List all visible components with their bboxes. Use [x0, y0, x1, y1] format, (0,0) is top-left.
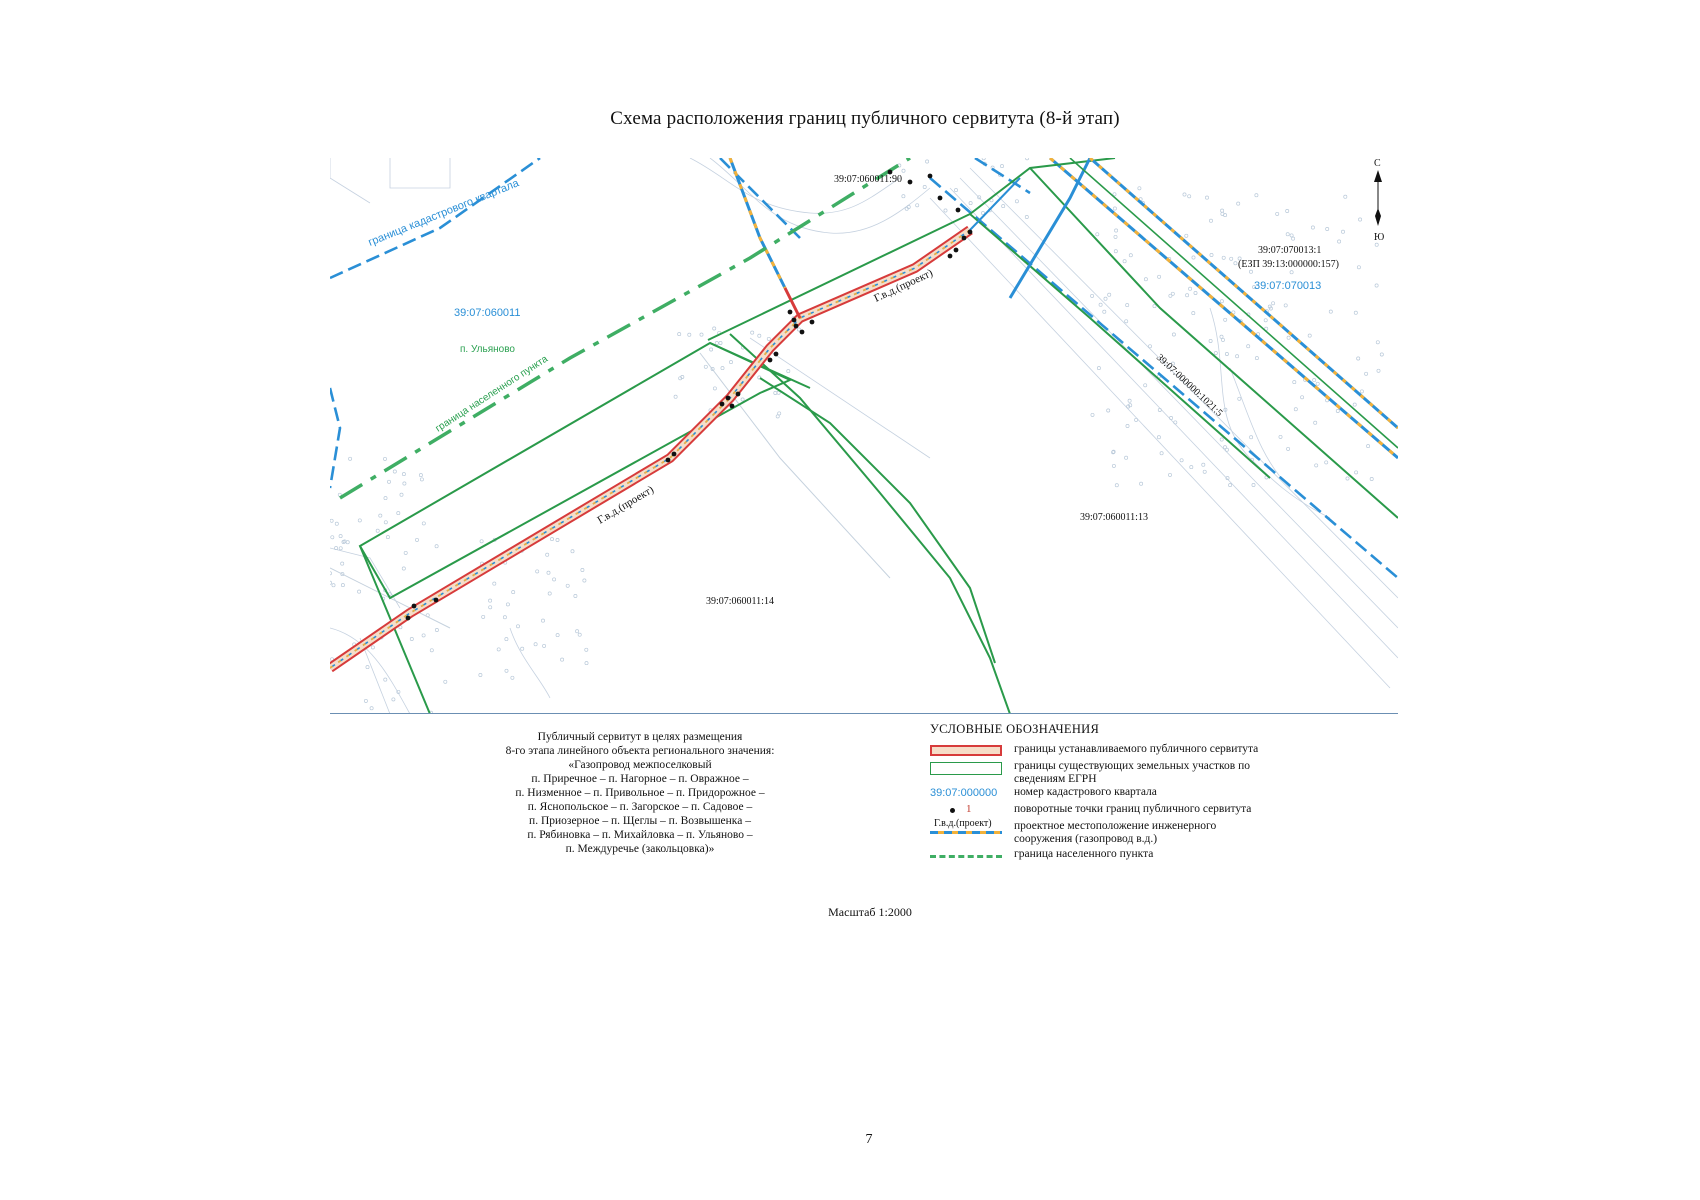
- legend-row-quarter: 39:07:000000 номер кадастрового квартала: [930, 786, 1350, 803]
- turning-point-icon: [955, 207, 961, 213]
- map-canvas: С Ю 39:07:060011 п. Ульяново 39:07:07001…: [330, 158, 1398, 714]
- project-description: Публичный сервитут в целях размещения 8-…: [460, 730, 820, 856]
- parcel-label-060011-14: 39:07:060011:14: [706, 596, 774, 607]
- parcel-label-060011-13: 39:07:060011:13: [1080, 512, 1148, 523]
- quarter-swatch: 39:07:000000: [930, 786, 1006, 802]
- turning-point-icon: [793, 323, 799, 329]
- legend-title: УСЛОВНЫЕ ОБОЗНАЧЕНИЯ: [930, 722, 1100, 736]
- turning-point-icon: [907, 179, 913, 185]
- turning-point-icon: [735, 391, 741, 397]
- settlement-boundary-label: граница населенного пункта: [434, 353, 551, 434]
- point-number: 1: [966, 803, 972, 815]
- turning-point-icon: [947, 253, 953, 259]
- north-label: С: [1374, 158, 1381, 169]
- south-label: Ю: [1374, 232, 1384, 243]
- legend-text: поворотные точки границ публичного серви…: [1014, 803, 1252, 815]
- description-line: п. Низменное – п. Привольное – п. Придор…: [515, 787, 765, 799]
- pipeline-line-icon: [930, 831, 1002, 834]
- turning-point-icon: [405, 615, 411, 621]
- parcel-borders: [358, 158, 1398, 714]
- legend-row-settlement: граница населенного пункта: [930, 848, 1350, 865]
- legend-text: границы существующих земельных участков …: [1014, 760, 1250, 785]
- parcel-label-060011-90: 39:07:060011:90: [834, 174, 902, 185]
- turning-point-icon: [791, 317, 797, 323]
- description-line: п. Междуречье (закольцовка)»: [565, 843, 715, 855]
- turning-point-icon: [927, 173, 933, 179]
- servitude-corridor: [330, 177, 1021, 673]
- settlement-label: п. Ульяново: [460, 344, 515, 355]
- legend-row-parcels: границы существующих земельных участков …: [930, 760, 1350, 786]
- north-arrow: С Ю: [1374, 158, 1384, 243]
- turning-point-icon: [773, 351, 779, 357]
- turning-point-icon: [937, 195, 943, 201]
- legend-row-points: 1 поворотные точки границ публичного сер…: [930, 803, 1350, 820]
- turning-point-icon: [719, 401, 725, 407]
- legend-text: проектное местоположение инженерного соо…: [1014, 820, 1217, 845]
- settlement-boundary-line: [339, 158, 911, 500]
- pipeline-swatch: Г.в.д.(проект): [930, 818, 1006, 836]
- vegetation-pattern: [330, 158, 1384, 714]
- scale-label: Масштаб 1:2000: [828, 905, 912, 919]
- quarter-label-060011: 39:07:060011: [454, 307, 520, 319]
- description-line: п. Приозерное – п. Щеглы – п. Возвышенка…: [529, 815, 751, 827]
- turning-point-icon: [967, 229, 973, 235]
- quarter-boundary-road: [728, 158, 1398, 460]
- legend: УСЛОВНЫЕ ОБОЗНАЧЕНИЯ границы устанавлива…: [930, 722, 1350, 865]
- turning-point-icon: [671, 451, 677, 457]
- points-swatch: 1: [930, 803, 1006, 819]
- topo-base: [330, 158, 1398, 714]
- map-frame: С Ю 39:07:060011 п. Ульяново 39:07:07001…: [330, 158, 1398, 714]
- parcel-070013-border: [1008, 158, 1398, 449]
- page-number: 7: [865, 1132, 873, 1147]
- legend-row-servitude: границы устанавливаемого публичного серв…: [930, 743, 1350, 760]
- turning-point-icon: [809, 319, 815, 325]
- turning-point-icon: [787, 309, 793, 315]
- legend-text: границы устанавливаемого публичного серв…: [1014, 743, 1259, 755]
- turning-point-icon: [729, 403, 735, 409]
- point-dot-icon: [950, 808, 955, 813]
- page-title: Схема расположения границ публичного сер…: [610, 108, 1120, 129]
- legend-text: номер кадастрового квартала: [1014, 786, 1157, 798]
- settlement-swatch: [930, 848, 1006, 864]
- parcel-label-070013-1: 39:07:070013:1: [1258, 245, 1321, 256]
- description-line: п. Приречное – п. Нагорное – п. Овражное…: [531, 773, 749, 785]
- turning-point-icon: [665, 457, 671, 463]
- turning-points: [405, 169, 973, 621]
- description-line: 8-го этапа линейного объекта регионально…: [505, 745, 775, 757]
- turning-point-icon: [433, 597, 439, 603]
- description-line: п. Рябиновка – п. Михайловка – п. Ульяно…: [527, 829, 753, 841]
- ezp-label: (ЕЗП 39:13:000000:157): [1238, 259, 1339, 270]
- description-line: п. Яснопольское – п. Загорское – п. Садо…: [527, 801, 753, 813]
- map-bottom-rule: [330, 713, 1398, 714]
- quarter-label-070013: 39:07:070013: [1254, 280, 1321, 292]
- description-line: «Газопровод межпоселковый: [568, 759, 712, 771]
- turning-point-icon: [799, 329, 805, 335]
- quarter-boundary-lines: [330, 158, 1398, 579]
- turning-point-icon: [767, 357, 773, 363]
- quarter-swatch-text: 39:07:000000: [930, 787, 998, 799]
- turning-point-icon: [887, 169, 893, 175]
- legend-text: граница населенного пункта: [1014, 848, 1154, 860]
- turning-point-icon: [725, 395, 731, 401]
- parcel-swatch: [930, 760, 1006, 776]
- description-line: Публичный сервитут в целях размещения: [537, 731, 743, 743]
- turning-point-icon: [961, 235, 967, 241]
- turning-point-icon: [411, 603, 417, 609]
- turning-point-icon: [953, 247, 959, 253]
- servitude-swatch: [930, 743, 1006, 759]
- pipeline-swatch-label: Г.в.д.(проект): [934, 818, 992, 829]
- legend-row-pipeline: Г.в.д.(проект) проектное местоположение …: [930, 818, 1350, 848]
